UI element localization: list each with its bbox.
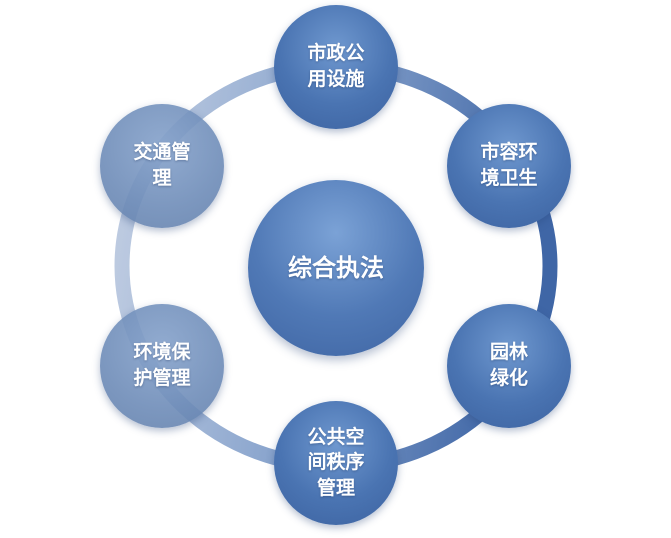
center-node: 综合执法 [248,180,424,356]
node-environmental-protection: 环境保 护管理 [100,304,224,428]
node-landscaping: 园林 绿化 [447,304,571,428]
center-label: 综合执法 [288,253,384,282]
node-label: 市容环 境卫生 [480,141,538,189]
node-city-sanitation: 市容环 境卫生 [447,104,571,228]
node-label: 交通管 理 [133,141,191,189]
node-public-space-order: 公共空 间秩序 管理 [274,401,398,525]
node-label: 园林 绿化 [489,341,528,389]
node-municipal-facilities: 市政公 用设施 [274,5,398,129]
node-label: 环境保 护管理 [133,341,191,389]
node-label: 公共空 间秩序 管理 [307,425,365,499]
node-traffic-management: 交通管 理 [100,104,224,228]
node-label: 市政公 用设施 [307,42,365,90]
